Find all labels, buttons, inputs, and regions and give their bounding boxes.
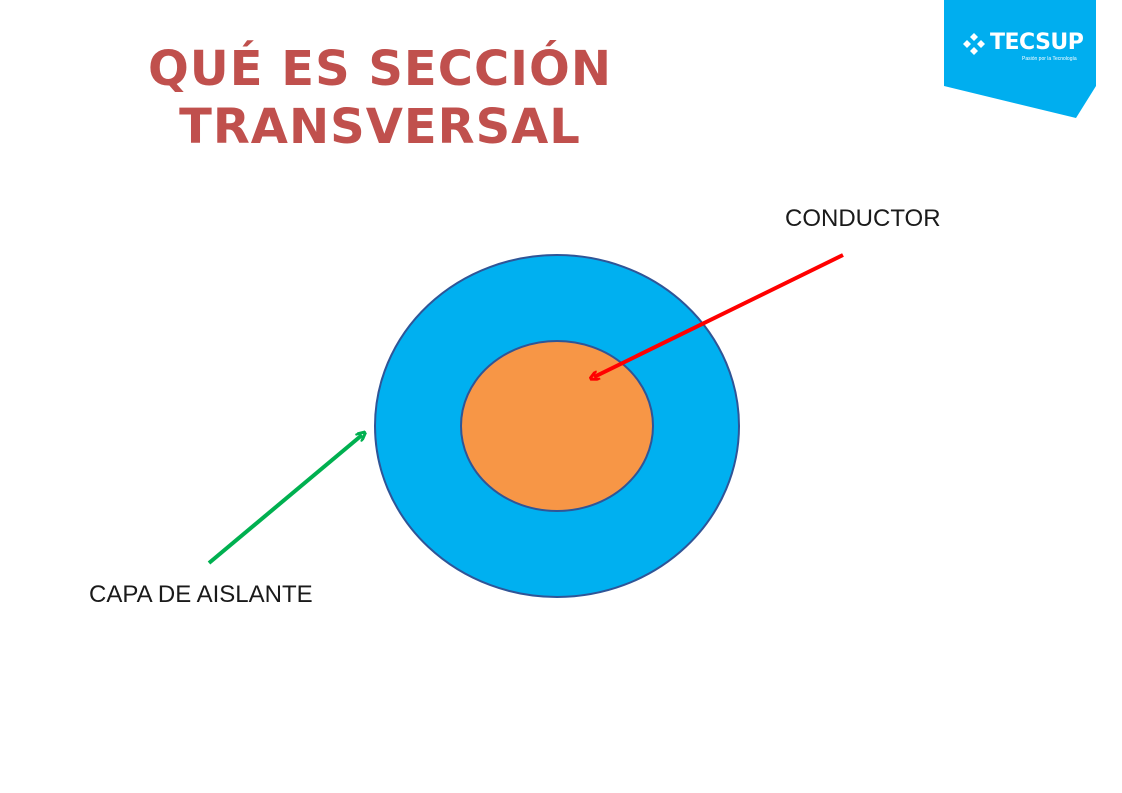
logo-wordmark: TECSUP [990,30,1084,55]
title-line-2: TRANSVERSAL [179,99,581,155]
logo-tagline: Pasión por la Tecnología [1022,56,1077,62]
insulation-arrow [207,435,362,565]
title-line-1: QUÉ ES SECCIÓN [148,41,612,97]
conductor-label: CONDUCTOR [785,205,941,232]
slide-title: QUÉ ES SECCIÓN TRANSVERSAL [100,40,660,156]
logo-banner [944,0,1096,118]
conductor-core [460,340,654,512]
logo-banner-shape [944,0,1096,118]
conductor-arrow [594,253,844,377]
tecsup-logo-icon [963,33,985,55]
insulation-label: CAPA DE AISLANTE [89,581,313,608]
